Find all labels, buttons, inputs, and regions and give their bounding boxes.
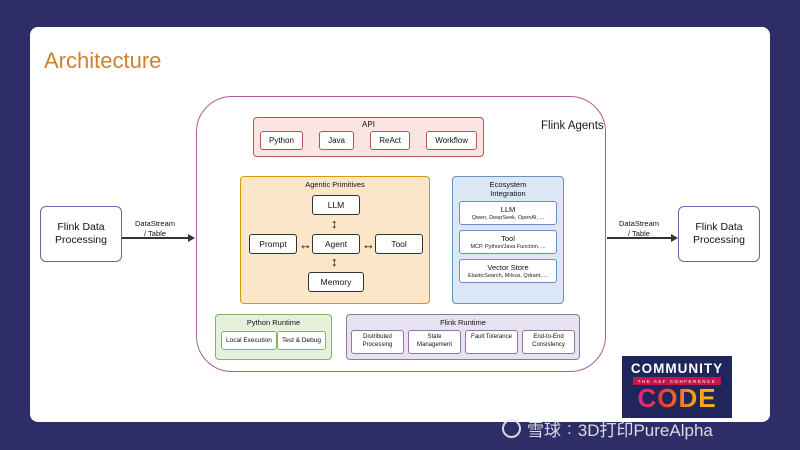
datastream-table-label-left: DataStream / Table [124,219,186,239]
ecosystem-item-tool-subtitle: MCP, Python/Java Function, ... [470,244,546,250]
ecosystem-item-tool: Tool MCP, Python/Java Function, ... [459,230,557,254]
flink-data-processing-left: Flink Data Processing [40,206,122,262]
ecosystem-integration-label: Ecosystem Integration [489,180,527,198]
ecosystem-item-llm: LLM Qwen, DeepSeek, OpenAI, ... [459,201,557,225]
flink-data-processing-right: Flink Data Processing [678,206,760,262]
flink-runtime-item-end-to-end-consistency: End-to-End Consistency [522,330,575,354]
tool-node: Tool [375,234,423,254]
python-runtime-label: Python Runtime [246,318,301,327]
api-group: API Python Java ReAct Workflow [253,117,484,157]
python-runtime-group: Python Runtime Local Execution Test & De… [215,314,332,360]
ecosystem-item-vector-store-subtitle: ElasticSearch, Milvus, Qdrant, ... [468,273,548,279]
slide-title: Architecture [44,48,162,73]
datastream-table-label-right: DataStream / Table [608,219,670,239]
datastream-label-line2: / Table [628,228,650,238]
watermark-username: 3D打印PureAlpha [577,421,713,440]
datastream-label-line1: DataStream [618,219,660,228]
api-item-react: ReAct [370,131,411,150]
ecosystem-item-llm-title: LLM [500,205,516,214]
ecosystem-item-tool-title: Tool [501,234,515,243]
prompt-node: Prompt [249,234,297,254]
watermark-separator: : [567,418,572,438]
ecosystem-item-vector-store: Vector Store ElasticSearch, Milvus, Qdra… [459,259,557,283]
api-item-workflow: Workflow [426,131,477,150]
agent-tool-arrow-icon: ↔ [362,237,375,252]
prompt-agent-arrow-icon: ↔ [299,237,312,252]
logo-community-text: COMMUNITY [630,361,724,376]
agent-memory-arrow-icon: ↕ [331,254,338,269]
api-item-java: Java [319,131,355,150]
memory-node: Memory [308,272,364,292]
logo-tagline: THE ASF CONFERENCE [633,377,721,385]
python-runtime-item-test-debug: Test & Debug [276,331,326,350]
flink-runtime-item-fault-tolerance: Fault Tolerance [465,330,518,354]
datastream-label-line1: DataStream [134,219,176,228]
agent-node: Agent [312,234,360,254]
api-group-label: API [362,120,375,129]
xueqiu-watermark: 雪球 : 3D打印PureAlpha [502,416,713,441]
ecosystem-item-llm-subtitle: Qwen, DeepSeek, OpenAI, ... [471,215,545,221]
arrow-right-icon [188,234,195,242]
api-item-python: Python [260,131,303,150]
llm-agent-arrow-icon: ↕ [331,216,338,231]
agentic-primitives-group: Agentic Primitives LLM Prompt Agent Tool… [240,176,430,304]
xueqiu-logo-icon [502,419,521,438]
datastream-label-line2: / Table [144,228,166,238]
llm-node: LLM [312,195,360,215]
flow-arrow-left [122,237,188,239]
ecosystem-items-column: LLM Qwen, DeepSeek, OpenAI, ... Tool MCP… [453,198,563,283]
api-items-row: Python Java ReAct Workflow [254,129,483,150]
python-runtime-items-row: Local Execution Test & Debug [216,327,331,350]
arrow-right-icon [671,234,678,242]
ecosystem-integration-group: Ecosystem Integration LLM Qwen, DeepSeek… [452,176,564,304]
flink-runtime-items-row: Distributed Processing State Management … [347,327,579,354]
python-runtime-item-local-execution: Local Execution [221,331,277,350]
watermark-brand: 雪球 [527,421,561,440]
flink-runtime-item-state-management: State Management [408,330,461,354]
flink-runtime-group: Flink Runtime Distributed Processing Sta… [346,314,580,360]
flink-agents-label: Flink Agents [541,120,604,132]
community-over-code-logo: COMMUNITY THE ASF CONFERENCE CODE [622,356,732,418]
agentic-primitives-label: Agentic Primitives [305,180,365,189]
flink-runtime-label: Flink Runtime [440,318,486,327]
logo-code-text: CODE [637,383,717,413]
ecosystem-item-vector-store-title: Vector Store [487,263,529,272]
flow-arrow-right [607,237,671,239]
flink-runtime-item-distributed-processing: Distributed Processing [351,330,404,354]
